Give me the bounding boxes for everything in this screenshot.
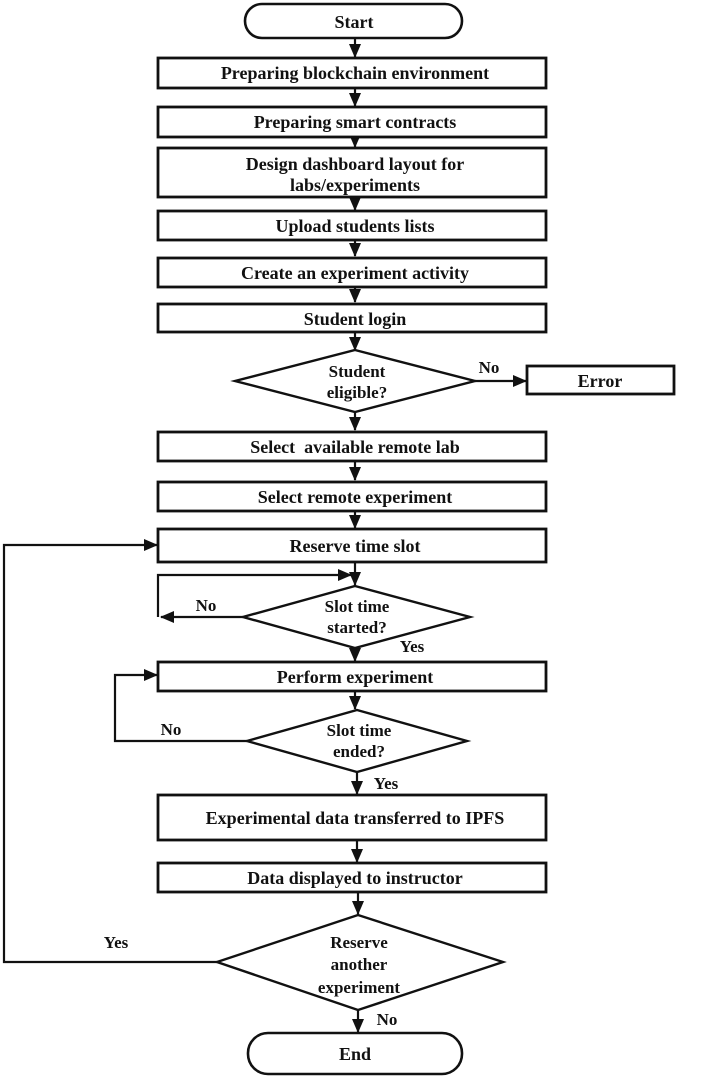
node-prep-contracts: Preparing smart contracts bbox=[156, 105, 548, 139]
edge-label-ended-no: No bbox=[161, 720, 182, 739]
slot-ended-label-line1: Slot time bbox=[327, 721, 392, 740]
edge-label-started-no: No bbox=[196, 596, 217, 615]
slot-ended-label-line2: ended? bbox=[333, 742, 385, 761]
error-label: Error bbox=[578, 371, 623, 391]
reserve-slot-label: Reserve time slot bbox=[290, 536, 421, 556]
slot-started-label-line2: started? bbox=[327, 618, 386, 637]
reserve-another-label-line3: experiment bbox=[318, 978, 400, 997]
error-box bbox=[525, 364, 676, 396]
create-activity-box bbox=[156, 256, 548, 289]
slot-started-label-line1: Slot time bbox=[325, 597, 390, 616]
prep-blockchain-box bbox=[156, 56, 548, 90]
start-oval bbox=[243, 2, 464, 40]
edge-labels: No No Yes No Yes Yes No bbox=[104, 358, 500, 1029]
reserve-another-diamond bbox=[213, 913, 507, 1012]
node-create-activity: Create an experiment activity bbox=[156, 256, 548, 289]
node-start: Start bbox=[243, 2, 464, 40]
node-end: End bbox=[246, 1031, 464, 1076]
select-experiment-label: Select remote experiment bbox=[258, 487, 453, 507]
create-activity-label: Create an experiment activity bbox=[241, 263, 469, 283]
slot-started-diamond bbox=[238, 584, 475, 650]
student-eligible-diamond bbox=[230, 348, 480, 414]
node-student-eligible: Student eligible? bbox=[230, 348, 480, 414]
node-data-ipfs: Experimental data transferred to IPFS bbox=[156, 793, 548, 842]
edge-label-another-yes: Yes bbox=[104, 933, 129, 952]
student-login-label: Student login bbox=[304, 309, 407, 329]
data-instructor-box bbox=[156, 861, 548, 894]
select-lab-label: Select available remote lab bbox=[250, 437, 460, 457]
connector-ended-no-loop bbox=[113, 669, 247, 743]
perform-experiment-label: Perform experiment bbox=[277, 667, 433, 687]
student-eligible-label-line2: eligible? bbox=[327, 383, 387, 402]
node-slot-started: Slot time started? bbox=[238, 584, 475, 650]
edge-label-ended-yes: Yes bbox=[374, 774, 399, 793]
upload-lists-box bbox=[156, 209, 548, 242]
data-ipfs-label: Experimental data transferred to IPFS bbox=[206, 808, 505, 828]
end-label: End bbox=[339, 1044, 371, 1064]
connector-another-yes-loop bbox=[2, 539, 217, 964]
node-slot-ended: Slot time ended? bbox=[242, 708, 472, 774]
select-experiment-box bbox=[156, 480, 548, 513]
edge-label-eligible-no: No bbox=[479, 358, 500, 377]
reserve-another-label-line2: another bbox=[331, 955, 388, 974]
select-lab-box bbox=[156, 430, 548, 463]
student-login-box bbox=[156, 302, 548, 334]
end-oval bbox=[246, 1031, 464, 1076]
design-dashboard-label-line2: labs/experiments bbox=[290, 175, 420, 195]
connectors bbox=[2, 37, 527, 1033]
design-dashboard-label-line1: Design dashboard layout for bbox=[246, 154, 465, 174]
node-select-experiment: Select remote experiment bbox=[156, 480, 548, 513]
reserve-another-label-line1: Reserve bbox=[330, 933, 388, 952]
node-select-lab: Select available remote lab bbox=[156, 430, 548, 463]
connector-started-no-return bbox=[156, 569, 352, 617]
perform-experiment-box bbox=[156, 660, 548, 693]
design-dashboard-box bbox=[156, 146, 548, 199]
data-instructor-label: Data displayed to instructor bbox=[247, 868, 463, 888]
reserve-slot-box bbox=[156, 527, 548, 564]
start-label: Start bbox=[335, 12, 374, 32]
prep-contracts-label: Preparing smart contracts bbox=[254, 112, 457, 132]
node-design-dashboard: Design dashboard layout for labs/experim… bbox=[156, 146, 548, 199]
data-ipfs-box bbox=[156, 793, 548, 842]
prep-blockchain-label: Preparing blockchain environment bbox=[221, 63, 489, 83]
prep-contracts-box bbox=[156, 105, 548, 139]
node-upload-lists: Upload students lists bbox=[156, 209, 548, 242]
node-error: Error bbox=[525, 364, 676, 396]
node-reserve-slot: Reserve time slot bbox=[156, 527, 548, 564]
student-eligible-label-line1: Student bbox=[329, 362, 386, 381]
node-prep-blockchain: Preparing blockchain environment bbox=[156, 56, 548, 90]
upload-lists-label: Upload students lists bbox=[275, 216, 434, 236]
node-reserve-another: Reserve another experiment bbox=[213, 913, 507, 1012]
node-data-instructor: Data displayed to instructor bbox=[156, 861, 548, 894]
edge-label-started-yes: Yes bbox=[400, 637, 425, 656]
edge-label-another-no: No bbox=[377, 1010, 398, 1029]
node-student-login: Student login bbox=[156, 302, 548, 334]
node-perform-experiment: Perform experiment bbox=[156, 660, 548, 693]
slot-ended-diamond bbox=[242, 708, 472, 774]
